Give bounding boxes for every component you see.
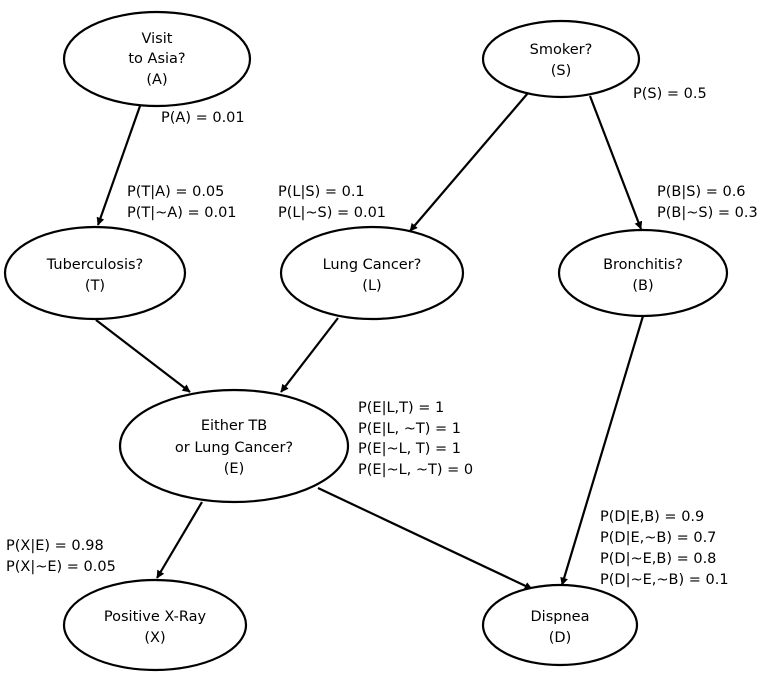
node-label-line: Lung Cancer? (323, 257, 422, 273)
node-label-line: Visit (142, 31, 173, 47)
node-smoker: Smoker? (S) (481, 19, 641, 99)
cpt-line: P(S) = 0.5 (633, 86, 707, 102)
cpt-line: P(B|S) = 0.6 (657, 184, 746, 200)
cpt-smoker: P(S) = 0.5 (633, 86, 707, 102)
cpt-line: P(E|L,T) = 1 (358, 400, 444, 416)
node-label-line: (E) (224, 461, 244, 477)
node-label-line: or Lung Cancer? (175, 440, 293, 456)
cpt-tuberculosis: P(T|A) = 0.05 P(T|~A) = 0.01 (127, 184, 237, 221)
cpt-line: P(D|E,B) = 0.9 (600, 509, 704, 525)
node-label-line: (A) (146, 72, 167, 88)
node-visit-to-asia: Visit to Asia? (A) (62, 10, 252, 108)
edge-lung-cancer-to-either (280, 317, 339, 393)
edge-asia-to-tuberculosis (96, 105, 142, 226)
edge-tuberculosis-to-either (95, 319, 191, 393)
node-dispnea: Dispnea (D) (481, 583, 639, 667)
node-label-line: Bronchitis? (603, 257, 683, 273)
node-label-line: Positive X-Ray (104, 609, 207, 625)
node-label-line: (B) (632, 278, 653, 294)
cpt-line: P(X|E) = 0.98 (6, 538, 104, 554)
cpt-line: P(X|~E) = 0.05 (6, 559, 116, 575)
cpt-line: P(E|L, ~T) = 1 (358, 421, 461, 437)
node-bronchitis: Bronchitis? (B) (557, 228, 729, 318)
cpt-line: P(B|~S) = 0.3 (657, 205, 758, 221)
cpt-line: P(D|~E,B) = 0.8 (600, 551, 716, 567)
node-label-line: to Asia? (128, 51, 185, 67)
node-label-line: (T) (85, 278, 105, 294)
node-label-line: (X) (144, 630, 165, 646)
node-label-line: (L) (362, 278, 381, 294)
edge-either-to-xray (156, 501, 203, 579)
cpt-line: P(E|~L, ~T) = 0 (358, 462, 473, 478)
node-label-line: Dispnea (531, 609, 590, 625)
cpt-line: P(L|~S) = 0.01 (278, 205, 386, 221)
edge-smoker-to-lung-cancer (409, 92, 529, 232)
node-label-line: Either TB (201, 418, 267, 434)
cpt-lung-cancer: P(L|S) = 0.1 P(L|~S) = 0.01 (278, 184, 386, 221)
cpt-line: P(E|~L, T) = 1 (358, 441, 461, 457)
cpt-line: P(T|~A) = 0.01 (127, 205, 237, 221)
node-positive-xray: Positive X-Ray (X) (62, 578, 248, 672)
cpt-line: P(T|A) = 0.05 (127, 184, 224, 200)
cpt-dispnea: P(D|E,B) = 0.9 P(D|E,~B) = 0.7 P(D|~E,B)… (600, 509, 729, 588)
cpt-line: P(A) = 0.01 (161, 110, 245, 126)
node-label-line: (S) (551, 63, 572, 79)
node-label-line: (D) (549, 630, 571, 646)
edge-bronchitis-to-dispnea (560, 315, 645, 586)
cpt-line: P(D|~E,~B) = 0.1 (600, 572, 729, 588)
node-label-line: Tuberculosis? (46, 257, 144, 273)
node-either-tb-or-lung-cancer: Either TB or Lung Cancer? (E) (118, 388, 350, 504)
cpt-line: P(L|S) = 0.1 (278, 184, 365, 200)
cpt-bronchitis: P(B|S) = 0.6 P(B|~S) = 0.3 (657, 184, 758, 221)
cpt-xray: P(X|E) = 0.98 P(X|~E) = 0.05 (6, 538, 116, 575)
cpt-line: P(D|E,~B) = 0.7 (600, 530, 716, 546)
node-label-line: Smoker? (530, 42, 593, 58)
cpt-asia: P(A) = 0.01 (161, 110, 245, 126)
edge-smoker-to-bronchitis (588, 95, 643, 230)
node-lung-cancer: Lung Cancer? (L) (279, 225, 465, 321)
node-tuberculosis: Tuberculosis? (T) (3, 225, 187, 321)
cpt-either: P(E|L,T) = 1 P(E|L, ~T) = 1 P(E|~L, T) =… (358, 400, 473, 478)
edge-either-to-dispnea (317, 487, 533, 590)
